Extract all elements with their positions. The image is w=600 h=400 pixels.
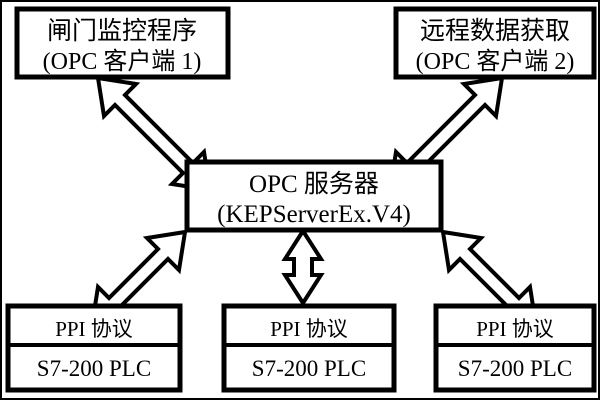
node-plc-2[interactable]: PPI 协议 S7-200 PLC (221, 303, 397, 393)
node-client-2[interactable]: 远程数据获取 (OPC 客户端 2) (393, 6, 597, 80)
node-plc-3[interactable]: PPI 协议 S7-200 PLC (433, 303, 597, 393)
hollow-block-arrow-bidirectional (281, 227, 325, 307)
plc-2-protocol: PPI 协议 (270, 317, 348, 341)
plc-3-protocol: PPI 协议 (476, 317, 554, 341)
plc-2-device: S7-200 PLC (252, 356, 366, 381)
client-2-line1: 远程数据获取 (420, 17, 570, 45)
connector-server-plc2 (281, 227, 325, 307)
plc-1-box[interactable] (5, 303, 183, 393)
opc-server-line1: OPC 服务器 (249, 170, 379, 198)
node-plc-1[interactable]: PPI 协议 S7-200 PLC (5, 303, 183, 393)
opc-server-box[interactable] (184, 159, 444, 233)
node-client-1[interactable]: 闸门监控程序 (OPC 客户端 1) (14, 6, 231, 80)
client-1-line2: (OPC 客户端 1) (43, 48, 202, 75)
plc-3-device: S7-200 PLC (458, 356, 572, 381)
plc-2-box[interactable] (221, 303, 397, 393)
plc-1-protocol: PPI 协议 (55, 317, 133, 341)
node-opc-server[interactable]: OPC 服务器 (KEPServerEx.V4) (184, 159, 444, 233)
client-2-box[interactable] (393, 6, 597, 80)
opc-server-line2: (KEPServerEx.V4) (217, 201, 411, 228)
client-1-line1: 闸门监控程序 (47, 17, 197, 45)
client-2-line2: (OPC 客户端 2) (416, 48, 575, 75)
client-1-box[interactable] (14, 6, 231, 80)
plc-3-box[interactable] (433, 303, 597, 393)
plc-1-device: S7-200 PLC (37, 356, 151, 381)
